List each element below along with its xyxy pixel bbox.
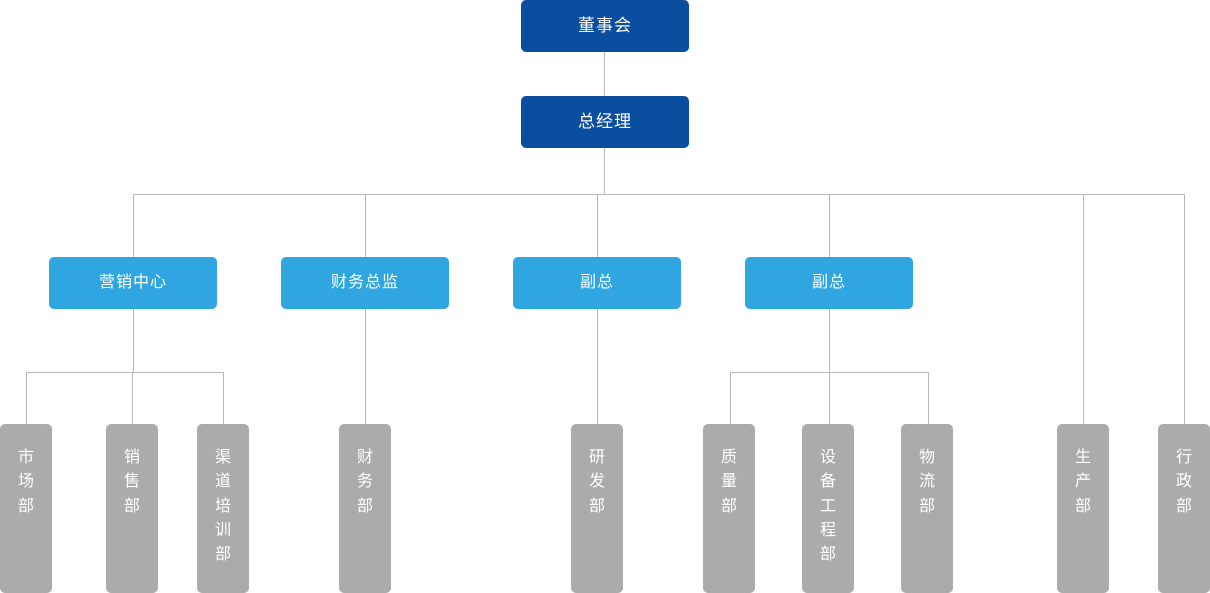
node-label: 市场部 (17, 449, 34, 515)
node-label: 研发部 (588, 449, 605, 515)
node-label: 渠道培训部 (214, 449, 231, 564)
connector-general-manager-stem (604, 148, 605, 194)
connector-to-sales-dept (132, 372, 133, 424)
node-label: 生产部 (1074, 449, 1091, 515)
connector-main-horizontal-bus (133, 194, 1184, 195)
connector-vice-president-1-to-rd-dept (597, 309, 598, 424)
node-label: 副总 (579, 273, 614, 291)
connector-finance-director-to-finance-dept (365, 309, 366, 424)
node-marketing-center[interactable]: 营销中心 (49, 257, 217, 309)
node-finance-dept[interactable]: 财务部 (339, 424, 391, 593)
node-label: 董事会 (578, 16, 632, 36)
node-label: 物流部 (918, 449, 935, 515)
node-production-dept[interactable]: 生产部 (1057, 424, 1109, 593)
connector-bus-to-administration-dept (1184, 194, 1185, 424)
node-sales-dept[interactable]: 销售部 (106, 424, 158, 593)
node-label: 财务部 (356, 449, 373, 515)
connector-to-logistics-dept (928, 372, 929, 424)
node-board-of-directors[interactable]: 董事会 (521, 0, 689, 52)
node-label: 营销中心 (98, 273, 167, 291)
connector-vice-president-2-stem (829, 309, 830, 372)
node-quality-dept[interactable]: 质量部 (703, 424, 755, 593)
node-label: 总经理 (578, 112, 632, 132)
node-label: 销售部 (123, 449, 140, 515)
node-label: 行政部 (1175, 449, 1192, 515)
connector-bus-to-finance-director (365, 194, 366, 257)
node-rd-dept[interactable]: 研发部 (571, 424, 623, 593)
node-vice-president-1[interactable]: 副总 (513, 257, 681, 309)
connector-to-equipment-engineering-dept (829, 372, 830, 424)
connector-to-channel-training-dept (223, 372, 224, 424)
connector-board-to-general-manager (604, 52, 605, 96)
node-general-manager[interactable]: 总经理 (521, 96, 689, 148)
connector-bus-to-vice-president-2 (829, 194, 830, 257)
connector-bus-to-marketing-center (133, 194, 134, 257)
node-channel-training-dept[interactable]: 渠道培训部 (197, 424, 249, 593)
connector-to-market-dept (26, 372, 27, 424)
node-finance-director[interactable]: 财务总监 (281, 257, 449, 309)
node-label: 财务总监 (330, 273, 399, 291)
node-equipment-engineering-dept[interactable]: 设备工程部 (802, 424, 854, 593)
node-logistics-dept[interactable]: 物流部 (901, 424, 953, 593)
node-label: 质量部 (720, 449, 737, 515)
connector-marketing-center-stem (133, 309, 134, 372)
node-label: 副总 (811, 273, 846, 291)
node-vice-president-2[interactable]: 副总 (745, 257, 913, 309)
node-market-dept[interactable]: 市场部 (0, 424, 52, 593)
connector-bus-to-vice-president-1 (597, 194, 598, 257)
node-label: 设备工程部 (819, 449, 836, 564)
connector-marketing-horizontal-bus (26, 372, 223, 373)
node-administration-dept[interactable]: 行政部 (1158, 424, 1210, 593)
connector-bus-to-production-dept (1083, 194, 1084, 424)
connector-to-quality-dept (730, 372, 731, 424)
